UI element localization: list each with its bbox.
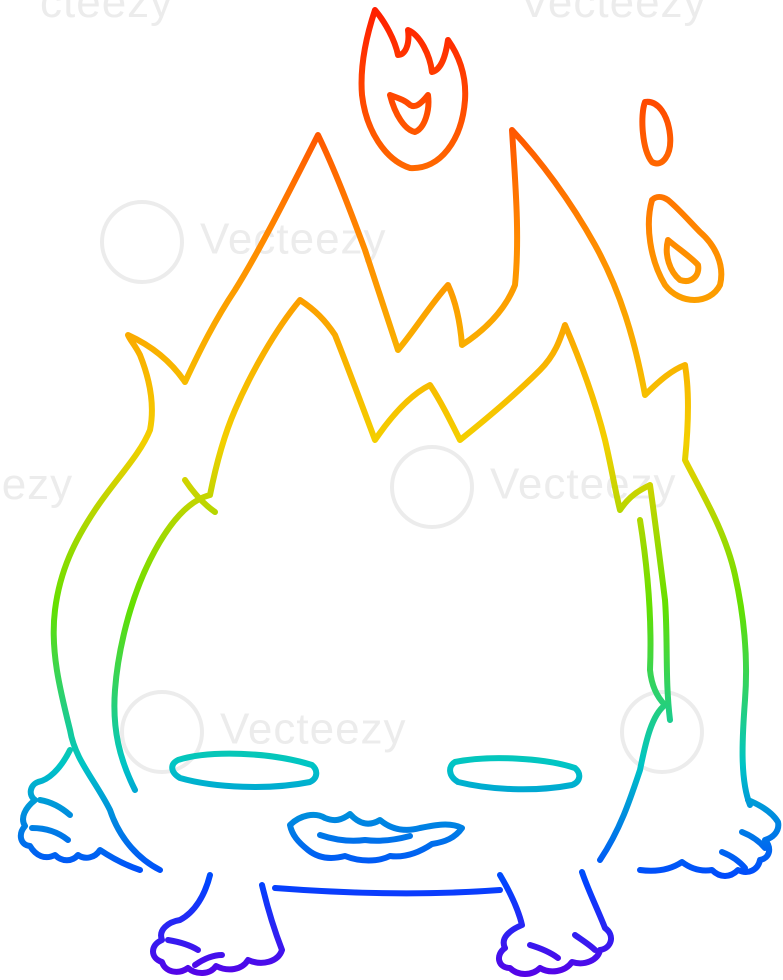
left-foot (150, 872, 285, 976)
left-arm-fingers (29, 797, 73, 843)
right-foot-toes (527, 932, 598, 961)
body-right-edge (597, 517, 668, 863)
left-foot-toes (165, 937, 225, 968)
spark-large-icon (645, 194, 725, 303)
mouth (287, 811, 465, 864)
left-arm (17, 747, 143, 873)
body-bottom (272, 885, 503, 897)
spark-small-icon (639, 98, 674, 167)
inner-flame-tick (182, 477, 218, 515)
inner-flame (111, 297, 673, 793)
left-eye (169, 750, 320, 790)
right-arm (637, 797, 782, 879)
spark-large-inner (663, 237, 702, 284)
outer-flame-body (50, 127, 753, 873)
right-eye (447, 755, 583, 793)
floating-flame-icon (358, 7, 469, 172)
floating-flame-inner (387, 92, 432, 135)
right-arm-fingers (719, 829, 768, 871)
right-foot (496, 869, 614, 977)
mouth-inner (317, 832, 413, 844)
